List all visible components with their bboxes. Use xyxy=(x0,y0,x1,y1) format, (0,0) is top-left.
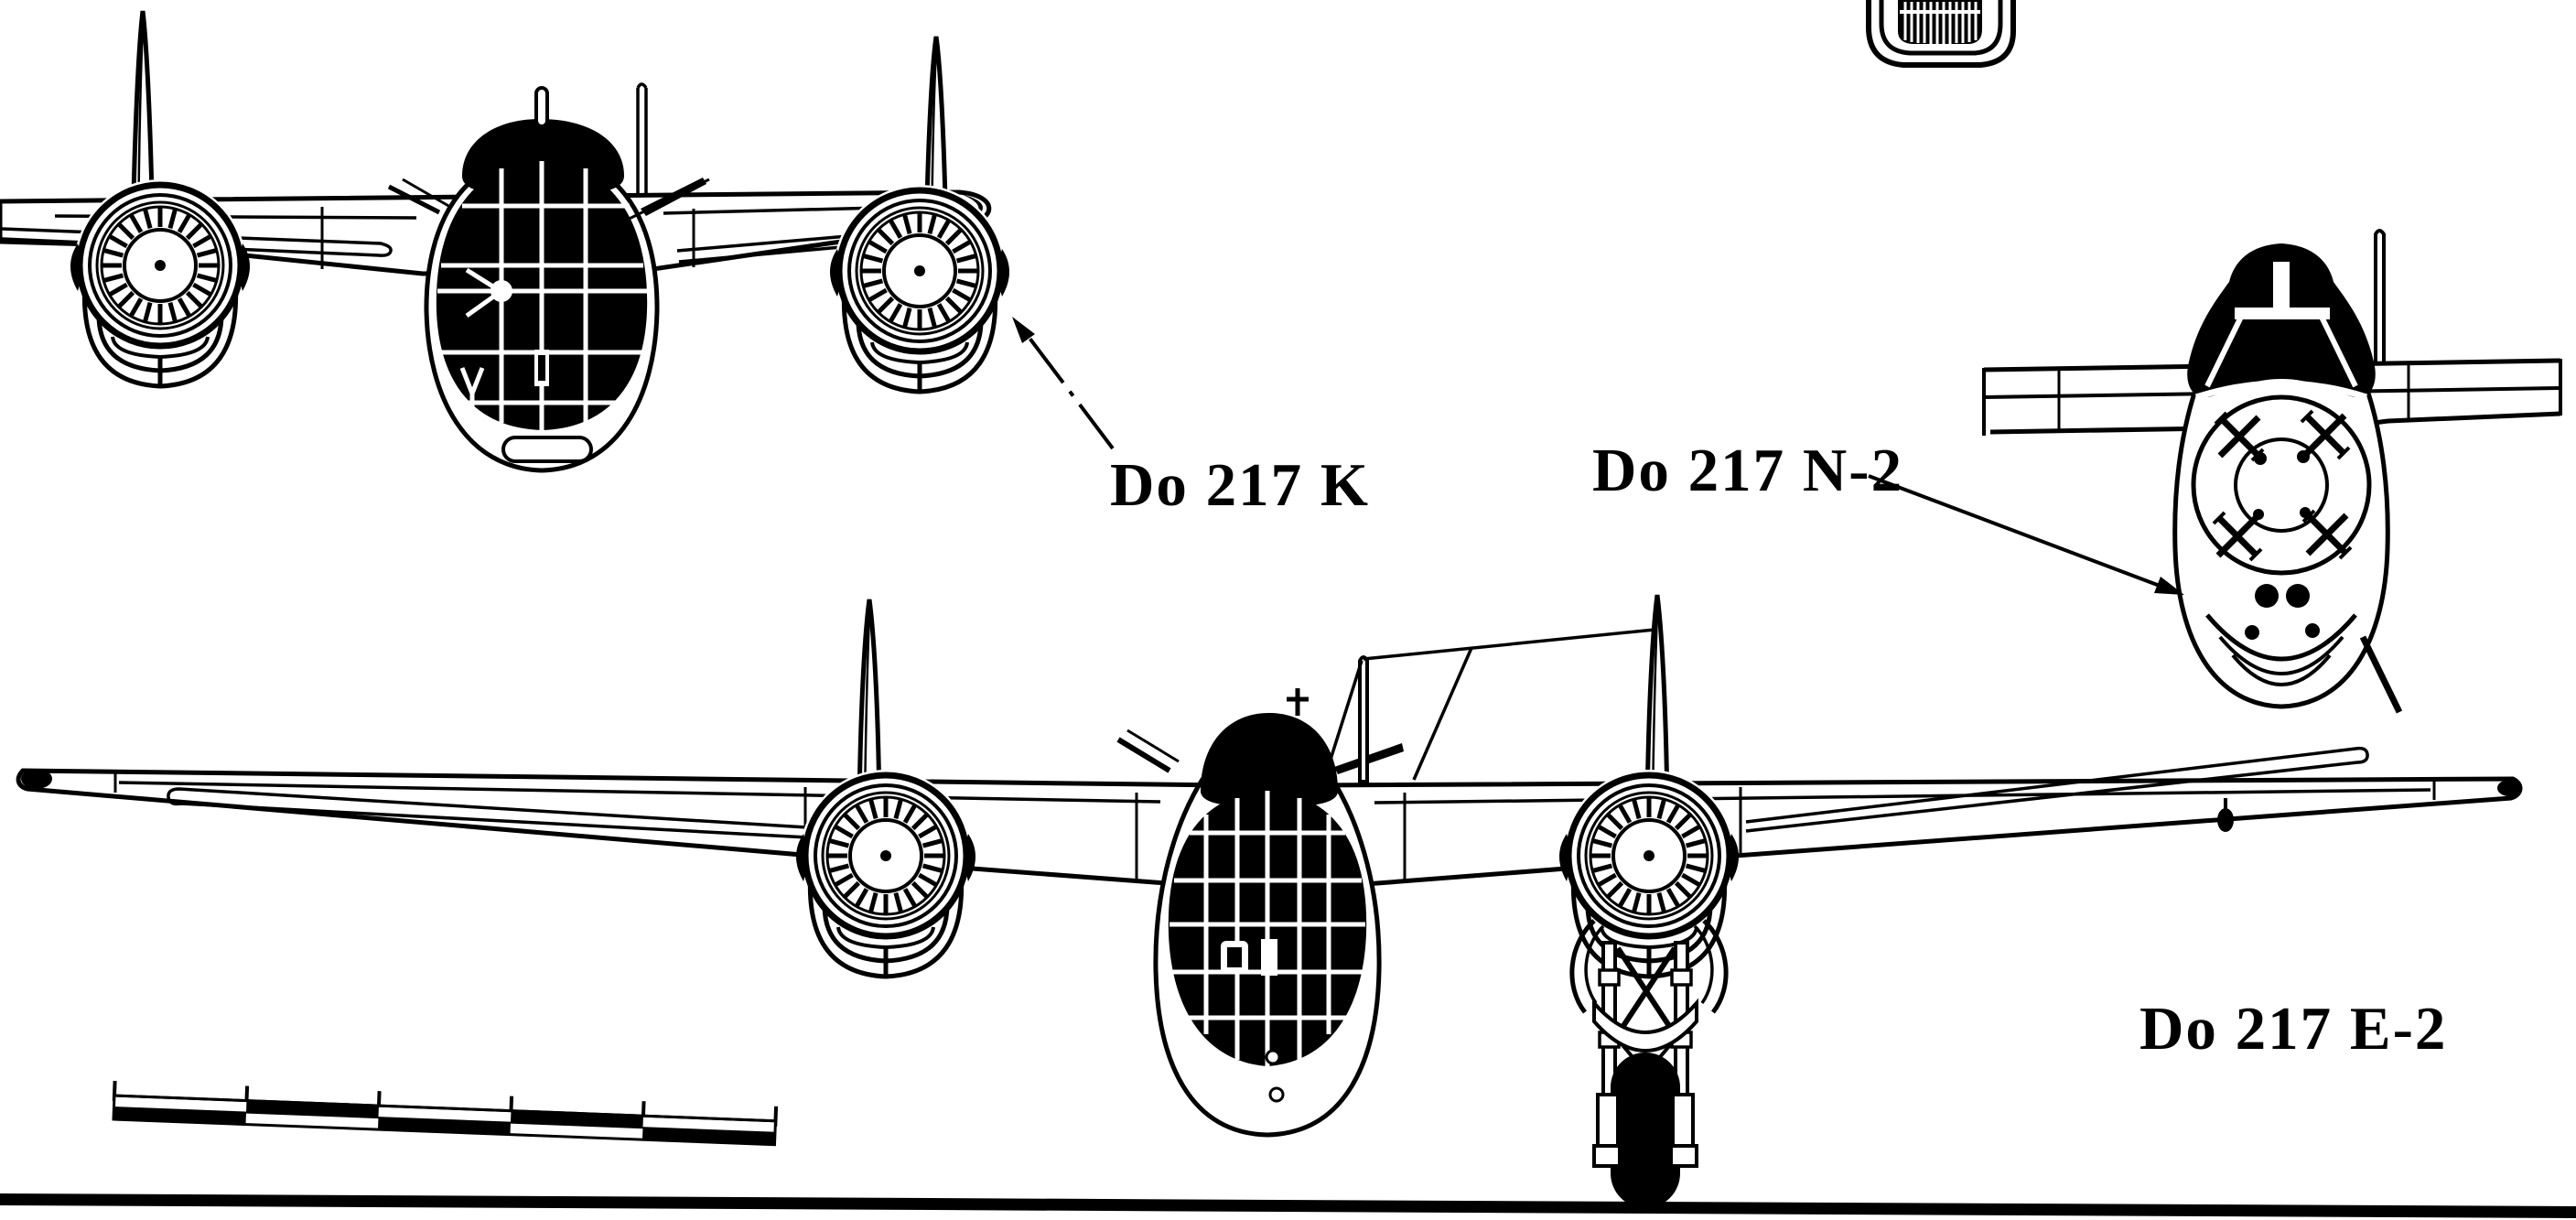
n2-canopy xyxy=(2187,243,2376,398)
n2-aerial-blade xyxy=(2359,635,2403,714)
e2-landing-gear xyxy=(1569,919,1729,1208)
e2-aileron-mass-balance xyxy=(2217,798,2234,832)
k-left-gun-sight-line xyxy=(402,178,451,209)
e2-right-wingtip-cap xyxy=(2497,780,2521,796)
n2-canopy-frames xyxy=(2194,262,2368,401)
e2-antenna-lead-in-wire xyxy=(1412,647,1473,781)
n2-annotation: Do 217 N-2 xyxy=(1592,437,2184,595)
k-left-aileron-line xyxy=(1,227,393,257)
k-right-gun-sight-line xyxy=(598,178,710,235)
k-left-engine xyxy=(70,179,250,386)
e2-antenna-mast xyxy=(1358,655,1369,783)
e2-glazing-window-1-inner xyxy=(1227,947,1242,967)
n2-antenna-mast xyxy=(2374,229,2386,370)
do-217-n2-view xyxy=(1982,229,2562,714)
n2-fuselage xyxy=(2172,243,2403,714)
k-chin-window xyxy=(501,436,593,463)
do-217-k-label: Do 217 K xyxy=(1110,451,1370,519)
do-217-n2-label: Do 217 N-2 xyxy=(1592,437,1903,504)
radiator-intake-detail xyxy=(1866,0,2016,68)
gear-door-left xyxy=(1569,919,1596,1014)
do-217-k-view xyxy=(0,10,1009,473)
e2-antenna-front-stay xyxy=(1327,660,1363,766)
do-217-e2-view xyxy=(16,594,2523,1208)
n2-gun-muzzles xyxy=(2245,584,2320,640)
gear-door-right xyxy=(1702,919,1729,1014)
n2-chin-line-3 xyxy=(2231,653,2332,686)
e2-fuselage-port-2 xyxy=(1268,1086,1285,1103)
k-nose-gun-port xyxy=(490,280,512,302)
gear-fairing-arc xyxy=(1592,998,1698,1053)
ground-line xyxy=(0,1193,2576,1218)
n2-chin-line-1 xyxy=(2205,613,2357,662)
k-glazing-panel-inner xyxy=(538,355,545,381)
e2-antenna-rigging xyxy=(1327,628,1655,783)
do-217-e2-label: Do 217 E-2 xyxy=(2139,995,2447,1063)
k-fuselage xyxy=(387,82,710,473)
e2-left-engine xyxy=(796,770,975,977)
k-antenna-mast xyxy=(636,82,648,196)
e2-fuselage xyxy=(1116,688,1404,1138)
e2-left-gun-barrel xyxy=(1116,737,1171,773)
k-leader-line xyxy=(1027,335,1115,450)
e2-right-engine xyxy=(1559,770,1739,977)
e2-fuselage-port-1 xyxy=(1265,1049,1281,1065)
k-turret-gun-stub xyxy=(534,86,549,128)
e2-glazing-window-2 xyxy=(1261,939,1277,976)
e2-right-aileron-line xyxy=(1745,746,2369,833)
scale-bar xyxy=(112,1080,779,1147)
e2-turret-fairing xyxy=(1201,713,1338,807)
k-leader-arrowhead xyxy=(1012,317,1035,343)
k-left-gun-barrel xyxy=(387,184,441,215)
e2-antenna-wire-to-fin xyxy=(1363,628,1655,661)
n2-leader-arrowhead xyxy=(2154,577,2184,595)
k-annotation: Do 217 K xyxy=(1012,317,1370,519)
e2-left-aileron-line xyxy=(167,787,927,846)
n2-chin-line-2 xyxy=(2218,635,2344,675)
n2-leader-line xyxy=(1868,474,2161,588)
radiator-hatch-lines xyxy=(1900,2,1980,44)
e2-glazing-frames xyxy=(1169,791,1365,1066)
e2-left-wingtip-cap xyxy=(21,769,52,789)
n2-radar-antenna-array xyxy=(2214,411,2351,560)
e2-turret-gun xyxy=(1287,688,1309,716)
main-wheel xyxy=(1611,1053,1680,1208)
k-right-engine xyxy=(830,185,1009,392)
